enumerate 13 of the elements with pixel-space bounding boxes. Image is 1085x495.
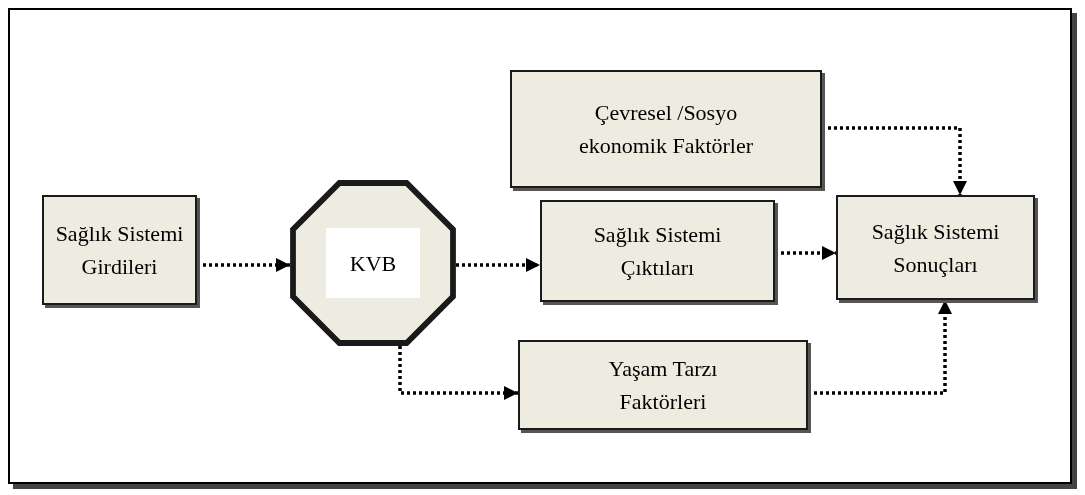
dotted-arrow <box>398 346 518 400</box>
process-box <box>518 340 808 430</box>
node-label: Sağlık Sistemi Çıktıları <box>592 221 723 282</box>
process-box <box>836 195 1035 300</box>
dotted-arrow <box>456 258 540 272</box>
process-box <box>510 70 822 188</box>
node-label: Sağlık Sistemi Girdileri <box>54 220 185 281</box>
node-label: KVB <box>349 249 397 278</box>
node-label: Çevresel /Sosyo ekonomik Faktörler <box>577 99 755 160</box>
node-label: Yaşam Tarzı Faktörleri <box>607 355 719 416</box>
node-label: Sağlık Sistemi Sonuçları <box>870 217 1001 279</box>
process-box <box>42 195 197 305</box>
process-box <box>540 200 775 302</box>
